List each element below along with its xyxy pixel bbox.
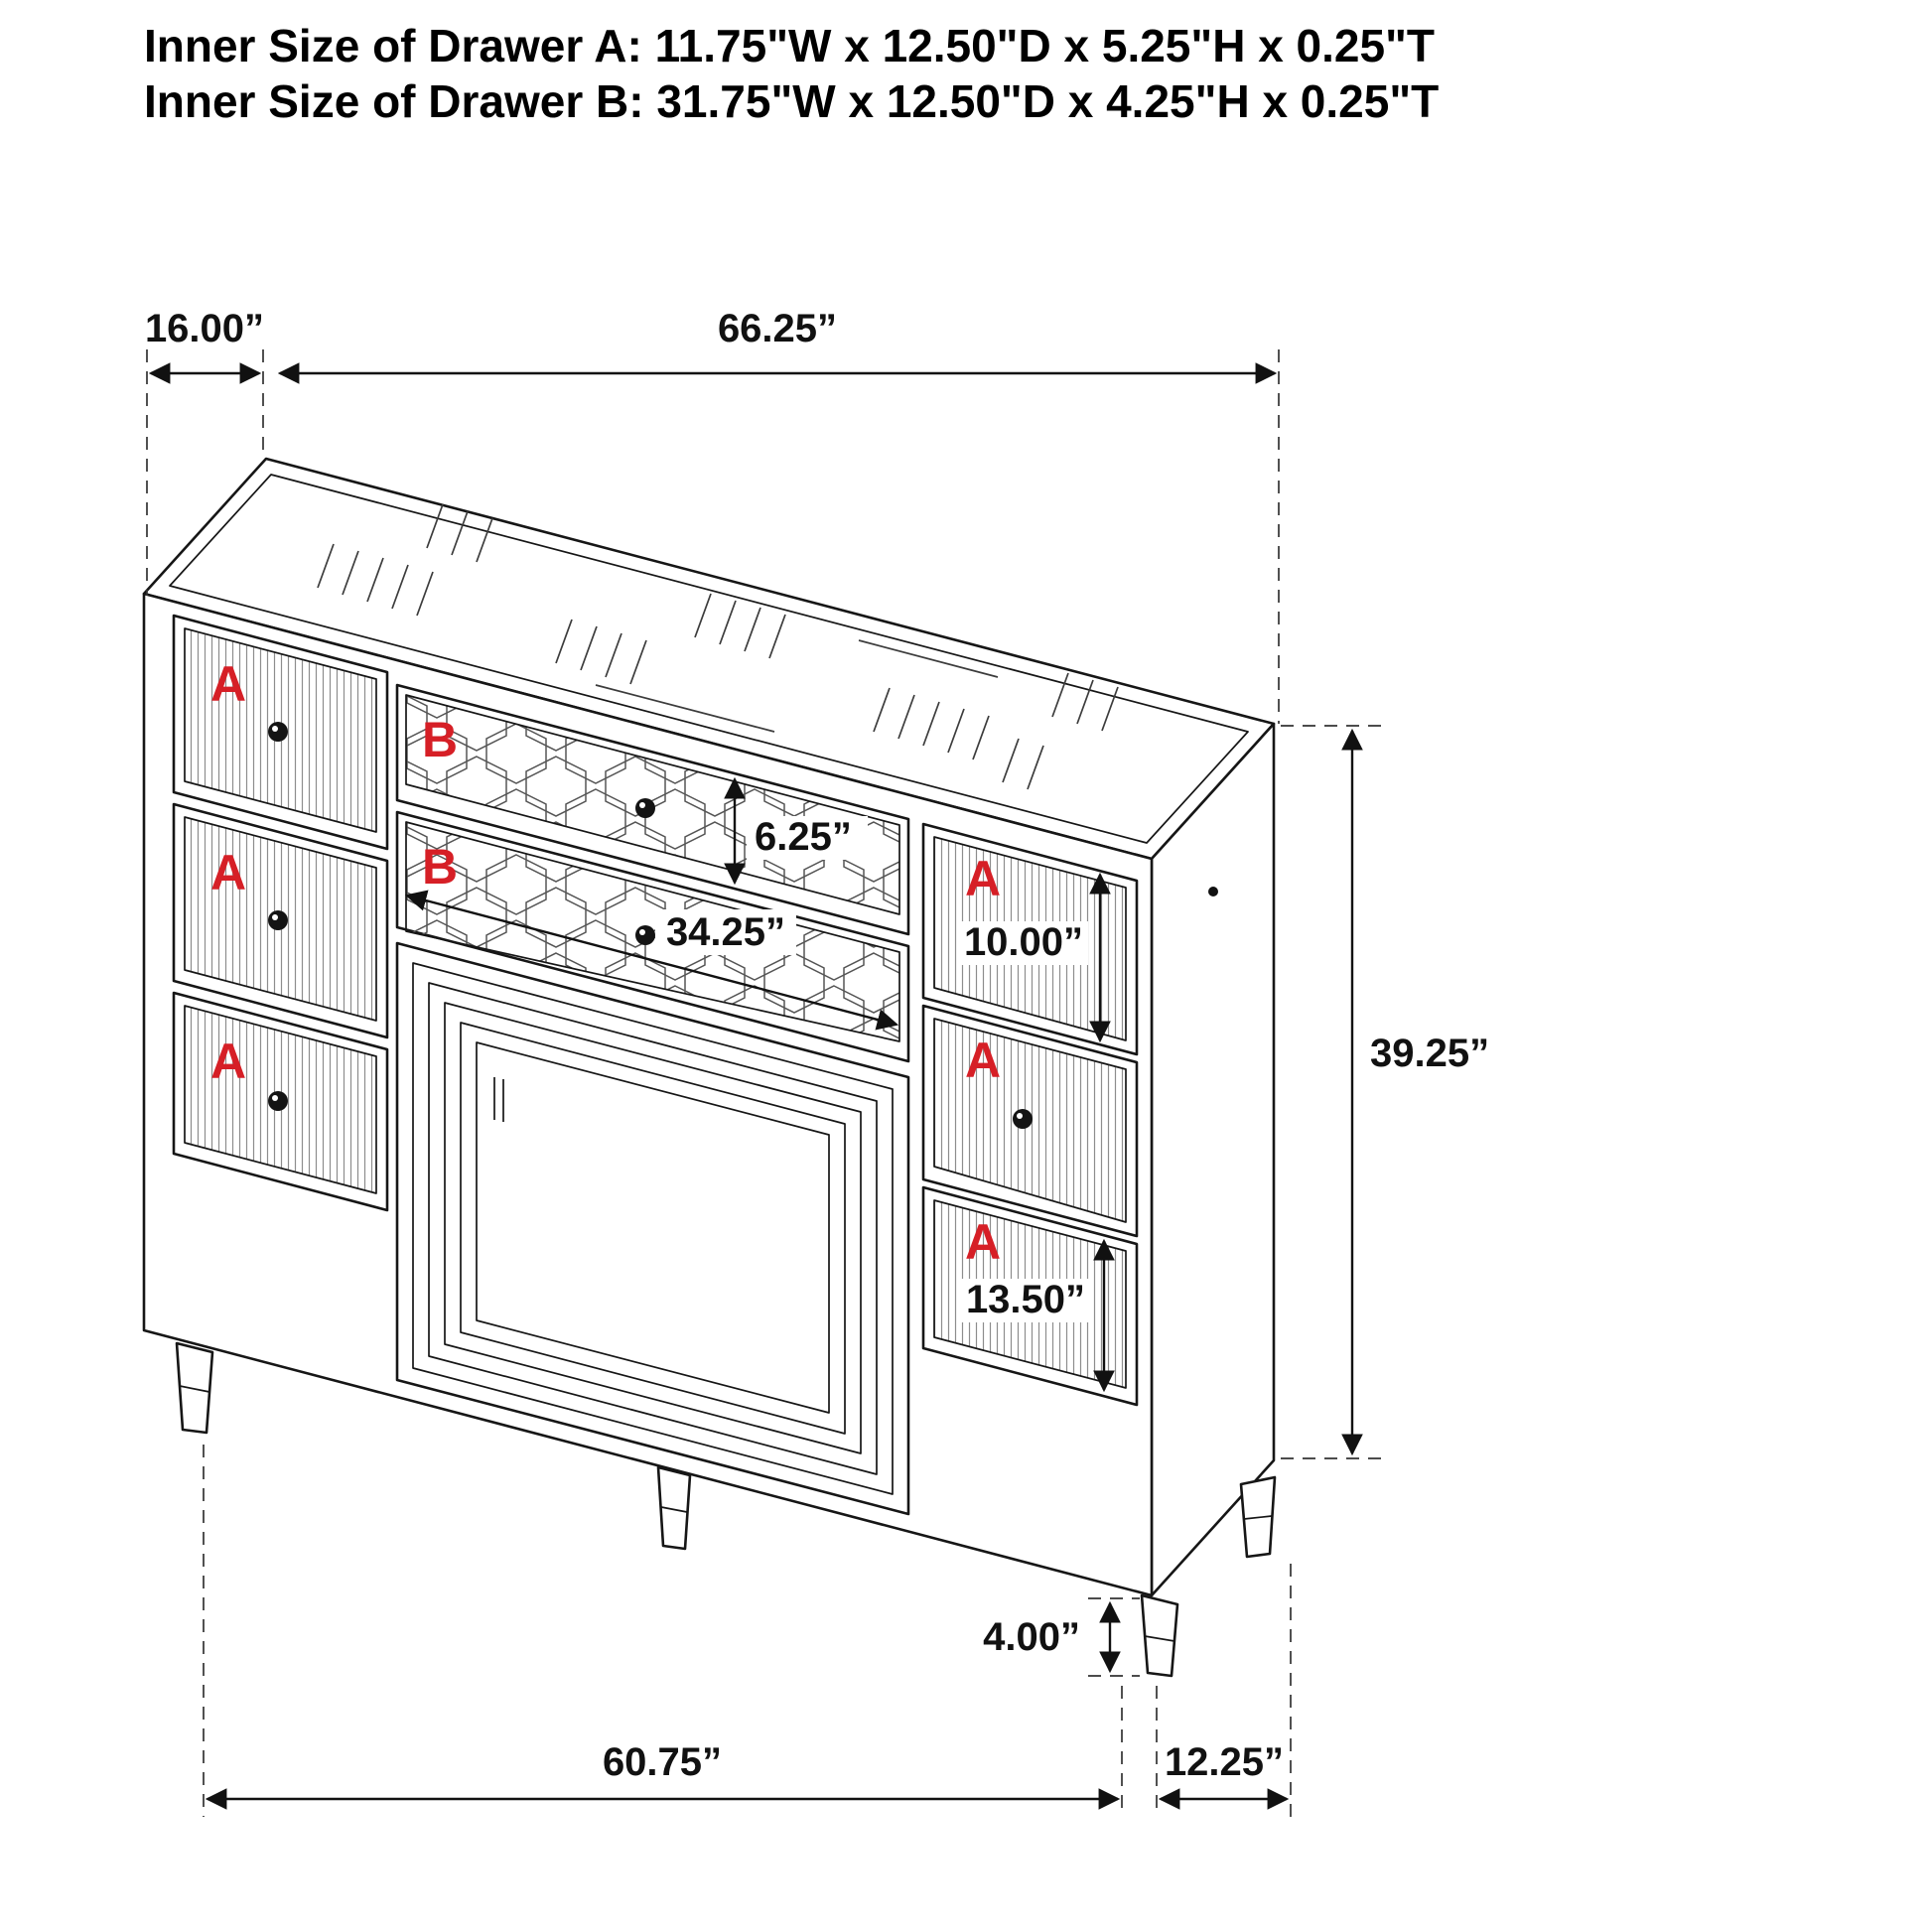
leg-groove (179, 1385, 210, 1393)
drawer-b-label: B (422, 839, 458, 895)
dim-label-6-25: 6.25” (755, 815, 852, 859)
dimension-right-bottom-drawer-height: 13.50” (959, 1238, 1115, 1393)
dim-label-4-00: 4.00” (983, 1615, 1080, 1659)
title-block: Inner Size of Drawer A: 11.75"W x 12.50"… (144, 20, 1439, 127)
drawer-a-left-3: A (172, 991, 389, 1212)
label-mask (959, 1279, 1092, 1322)
dimension-base-depth: 12.25” (1156, 1564, 1292, 1817)
door-frame-1 (395, 941, 910, 1516)
drawer-knob (268, 910, 288, 930)
dim-label-16: 16.00” (145, 307, 264, 350)
dim-label-39-25: 39.25” (1370, 1032, 1489, 1075)
dim-label-34-25: 34.25” (666, 910, 785, 954)
drawer-knob-highlight (272, 1095, 278, 1101)
drawer-knob (1013, 1109, 1033, 1129)
drawer-knob-highlight (639, 929, 645, 935)
dimension-arrow (404, 890, 899, 1031)
leg-groove (660, 1506, 688, 1513)
drawer-a-left-2: A (172, 802, 389, 1039)
drawer-knob-highlight (1017, 1113, 1023, 1119)
door-frame-3 (428, 982, 878, 1475)
label-mask (655, 909, 796, 955)
drawer-knob (268, 722, 288, 742)
leg-groove (1243, 1515, 1273, 1520)
center-door (395, 941, 910, 1516)
dim-label-12-25: 12.25” (1165, 1740, 1284, 1784)
dimension-drawer-b-height: 6.25” (724, 776, 868, 886)
drawer-knob (635, 925, 655, 945)
drawer-a-label: A (210, 1034, 246, 1089)
leg-front-center (656, 1465, 692, 1551)
legs (175, 1341, 1277, 1678)
drawer-knob (268, 1091, 288, 1111)
dimension-leg-height: 4.00” (983, 1597, 1140, 1677)
side-knob-hole (1208, 887, 1218, 897)
grain-marks (317, 503, 1119, 790)
drawer-knob-highlight (272, 726, 278, 732)
drawer-knob-highlight (639, 802, 645, 808)
drawer-knob-highlight (272, 914, 278, 920)
label-mask (1364, 1031, 1521, 1076)
door-frame-5 (460, 1022, 846, 1435)
dimension-right-top-drawer-height: 10.00” (959, 872, 1111, 1043)
dimension-overall-height: 39.25” (1281, 725, 1521, 1459)
dim-label-66-25: 66.25” (718, 307, 837, 350)
drawer-a-label: A (965, 851, 1001, 906)
drawer-knob (635, 798, 655, 818)
dim-label-13-50: 13.50” (966, 1278, 1085, 1321)
dimension-base-width: 60.75” (203, 1445, 1123, 1817)
leg-groove (1144, 1635, 1175, 1642)
leg-front-right (1140, 1593, 1179, 1678)
drawer-a-label: A (210, 845, 246, 900)
door-frame-2 (412, 962, 894, 1495)
dim-label-60-75: 60.75” (603, 1740, 722, 1784)
drawer-b-label: B (422, 712, 458, 767)
drawer-a-label: A (210, 656, 246, 712)
door-inner-panel (476, 1041, 830, 1414)
dim-label-10-00: 10.00” (964, 920, 1083, 964)
label-mask (747, 816, 868, 860)
drawer-a-label: A (965, 1033, 1001, 1088)
cabinet-side-face (1150, 722, 1276, 1597)
door-handle-marks (493, 1077, 504, 1122)
door-frame-4 (444, 1002, 862, 1454)
leg-front-left (175, 1341, 214, 1435)
cabinet-top-inner-border (169, 474, 1249, 844)
title-line-1: Inner Size of Drawer A: 11.75"W x 12.50"… (144, 20, 1435, 71)
drawer-a-right-2: A (921, 1004, 1139, 1238)
dimension-drawer-b-width: 34.25” (404, 890, 899, 1031)
label-mask (959, 921, 1088, 965)
title-line-2: Inner Size of Drawer B: 31.75"W x 12.50"… (144, 75, 1439, 127)
dimension-top-left-depth: 16.00” (145, 307, 264, 596)
drawer-a-label: A (965, 1214, 1001, 1270)
drawer-a-left-1: A (172, 614, 389, 851)
dimension-overall-width: 66.25” (277, 307, 1280, 724)
